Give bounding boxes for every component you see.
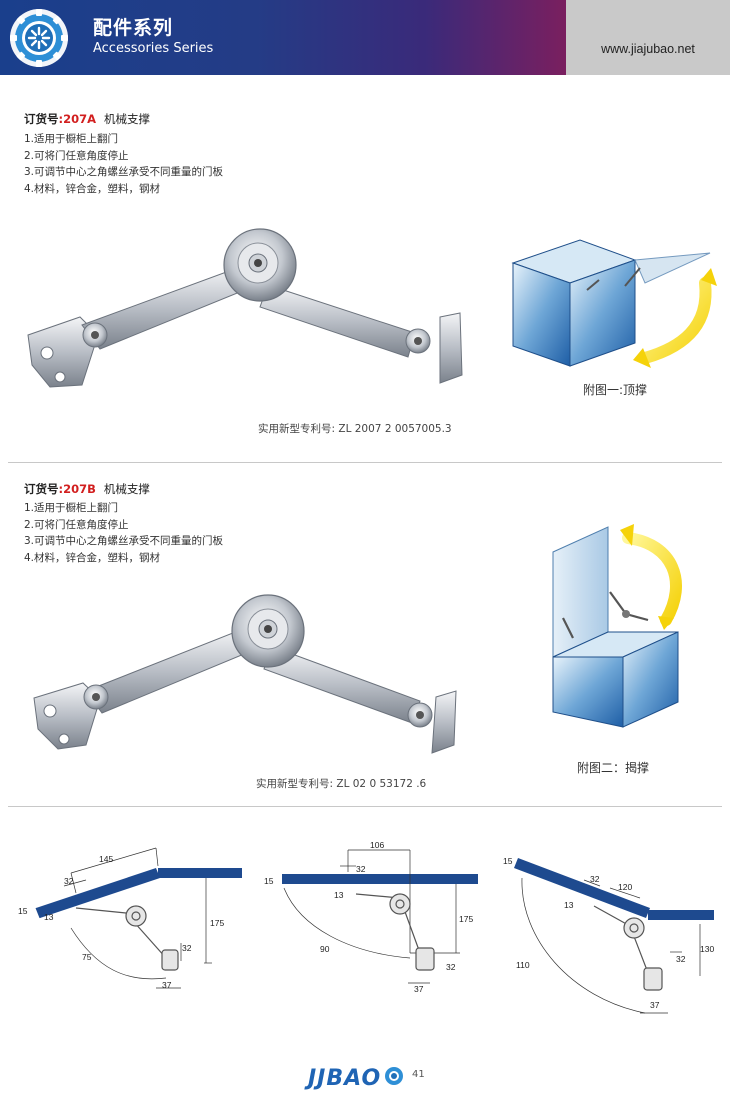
product-name: 机械支撑 xyxy=(103,482,150,496)
order-label: 订货号 xyxy=(24,482,59,496)
lid-stay-207b-image xyxy=(33,594,457,754)
dim-label: 110 xyxy=(516,960,530,970)
feature-item: 1.适用于橱柜上翻门 xyxy=(24,502,119,514)
order-code: :207A xyxy=(58,112,97,126)
product-207a-features: 1.适用于橱柜上翻门 2.可将门任意角度停止 3.可调节中心之角螺丝承受不同重量… xyxy=(24,131,223,197)
dim-label: 15 xyxy=(264,876,274,886)
dimension-diagram-3: 15 32 120 13 130 32 110 37 xyxy=(503,856,714,1014)
product-name: 机械支撑 xyxy=(104,112,151,126)
dimension-diagram-2: 106 32 15 13 175 90 32 37 xyxy=(264,840,478,994)
cabinet-flap-up-illustration xyxy=(552,524,682,728)
dim-label: 37 xyxy=(162,980,172,990)
gear-logo-icon xyxy=(10,9,68,67)
product-207b-features: 1.适用于橱柜上翻门 2.可将门任意角度停止 3.可调节中心之角螺丝承受不同重量… xyxy=(24,500,223,566)
dim-label: 175 xyxy=(459,914,473,924)
dim-label: 106 xyxy=(370,840,384,850)
feature-item: 4.材料，锌合金，塑料，钢材 xyxy=(24,182,161,195)
feature-item: 3.可调节中心之角螺丝承受不同重量的门板 xyxy=(24,166,224,178)
section-divider xyxy=(8,806,722,807)
patent-number-207a: 实用新型专利号: ZL 2007 2 0057005.3 xyxy=(258,423,452,435)
dim-label: 13 xyxy=(564,900,574,910)
dim-label: 32 xyxy=(64,876,74,886)
dim-label: 120 xyxy=(618,882,632,892)
header-title-zh: 配件系列 xyxy=(93,17,174,39)
feature-item: 2.可将门任意角度停止 xyxy=(24,518,129,531)
dim-label: 15 xyxy=(18,906,28,916)
header-url[interactable]: www.jiajubao.net xyxy=(601,42,695,56)
feature-item: 3.可调节中心之角螺丝承受不同重量的门板 xyxy=(24,535,224,547)
dim-label: 13 xyxy=(44,912,54,922)
dimension-diagram-1: 145 32 15 13 175 32 75 37 xyxy=(18,847,242,990)
dim-label: 32 xyxy=(676,954,686,964)
section-divider xyxy=(8,462,722,463)
order-label: 订货号 xyxy=(24,112,59,126)
dim-label: 90 xyxy=(320,944,330,954)
feature-item: 1.适用于橱柜上翻门 xyxy=(24,133,119,145)
feature-item: 4.材料，锌合金，塑料，钢材 xyxy=(24,551,161,564)
figure-1-caption: 附图一:顶撑 xyxy=(583,383,648,397)
lid-stay-207a-image xyxy=(27,228,463,388)
dim-label: 32 xyxy=(590,874,600,884)
figure-2-caption: 附图二：揭撑 xyxy=(577,761,650,775)
dim-label: 32 xyxy=(446,962,456,972)
dim-label: 75 xyxy=(82,952,92,962)
dim-label: 37 xyxy=(650,1000,660,1010)
product-207a-title: 订货号:207A 机械支撑 xyxy=(24,111,150,127)
dim-label: 32 xyxy=(182,943,192,953)
feature-item: 2.可将门任意角度停止 xyxy=(24,149,129,162)
page-number: 41 xyxy=(412,1069,425,1080)
dim-label: 15 xyxy=(503,856,513,866)
brand-text: JJBAO xyxy=(304,1066,381,1091)
product-207b-title: 订货号:207B 机械支撑 xyxy=(24,481,150,497)
dim-label: 130 xyxy=(700,944,714,954)
dim-label: 32 xyxy=(356,864,366,874)
dim-label: 37 xyxy=(414,984,424,994)
header-title-en: Accessories Series xyxy=(93,41,214,56)
order-code: :207B xyxy=(58,482,96,496)
page-header: 配件系列 Accessories Series www.jiajubao.net xyxy=(0,0,730,75)
dim-label: 175 xyxy=(210,918,224,928)
cabinet-lift-up-illustration xyxy=(511,239,717,368)
dim-label: 13 xyxy=(334,890,344,900)
patent-number-207b: 实用新型专利号: ZL 02 0 53172 .6 xyxy=(256,778,427,790)
header-band xyxy=(0,0,566,75)
dim-label: 145 xyxy=(99,854,113,864)
header-url-panel xyxy=(566,0,730,75)
jjbao-logo: JJBAO xyxy=(304,1066,403,1091)
